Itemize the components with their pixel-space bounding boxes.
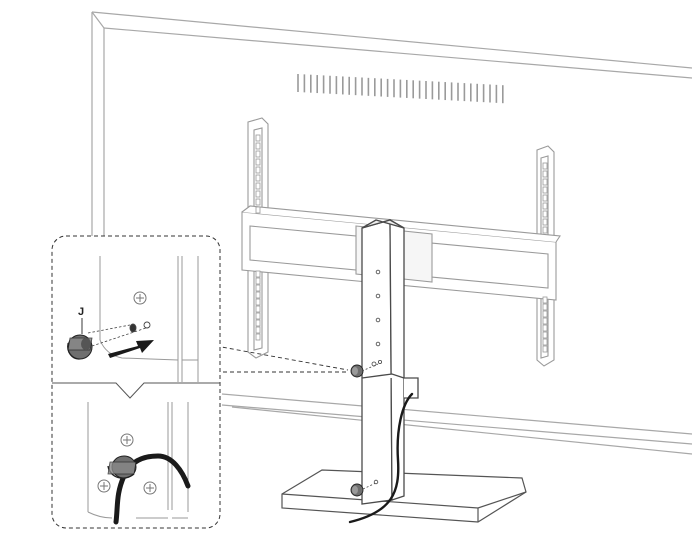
rail-slot: [255, 291, 261, 299]
column-hole: [375, 317, 381, 323]
rail-slot: [542, 178, 548, 186]
inset-screw-heads-top: [133, 291, 147, 305]
column-hole: [375, 269, 381, 275]
vent-grille: [297, 74, 504, 104]
rail-slot: [542, 162, 548, 170]
tv-back-panel: [91, 11, 692, 455]
inset-power-cable: [113, 453, 191, 525]
rail-slot: [255, 305, 261, 313]
rail-slot: [542, 218, 548, 226]
insert-arrow: [108, 340, 154, 358]
rail-slot: [255, 166, 261, 174]
rail-slot: [255, 270, 261, 278]
rail-slot: [255, 150, 261, 158]
callout-leader-lines: [215, 345, 349, 373]
rail-slot: [255, 198, 261, 206]
rail-slot: [255, 326, 261, 334]
rail-slot: [542, 317, 548, 325]
column-hole: [375, 293, 381, 299]
rail-slot: [542, 194, 548, 202]
insert-path: [87, 324, 147, 347]
rail-slot: [542, 186, 548, 194]
cable-clip-lower: [350, 479, 379, 497]
rail-slot: [255, 277, 261, 285]
rail-slot: [255, 190, 261, 198]
detail-inset-cable-routed: [87, 402, 191, 525]
rail-slot: [542, 310, 548, 318]
rail-slot: [542, 210, 548, 218]
inset-cable-clip: [107, 455, 137, 479]
rail-slot: [542, 226, 548, 234]
rail-slot: [255, 142, 261, 150]
upper-screw-holes: [371, 359, 382, 367]
inset-holes: [129, 321, 151, 333]
rail-slot: [255, 298, 261, 306]
cable-clip-j: [67, 334, 93, 360]
detail-inset-insert-clip: J: [67, 256, 199, 382]
detail-inset: [51, 235, 221, 529]
rail-slot: [542, 331, 548, 339]
rail-slot: [542, 345, 548, 353]
rail-slot: [542, 338, 548, 346]
rail-slot: [255, 319, 261, 327]
rail-slot: [542, 296, 548, 304]
rail-slot: [542, 170, 548, 178]
rail-slot: [255, 182, 261, 190]
callout-letter: J: [78, 306, 84, 318]
rail-slot: [542, 303, 548, 311]
rail-slot: [255, 158, 261, 166]
column-hole: [375, 341, 381, 347]
vesa-rail-holes: [255, 134, 548, 353]
rail-slot: [255, 134, 261, 142]
rail-slot: [255, 284, 261, 292]
stand-column: [361, 218, 419, 505]
rail-slot: [255, 174, 261, 182]
power-cable: [348, 392, 414, 524]
rail-slot: [542, 202, 548, 210]
rail-slot: [542, 324, 548, 332]
inset-screw-heads-bottom: [97, 433, 157, 495]
inset-divider: [52, 382, 220, 399]
rail-slot: [255, 206, 261, 214]
column-holes: [375, 269, 381, 347]
cable-clip: [350, 363, 379, 378]
rail-slot: [255, 333, 261, 341]
rail-slot: [255, 312, 261, 320]
